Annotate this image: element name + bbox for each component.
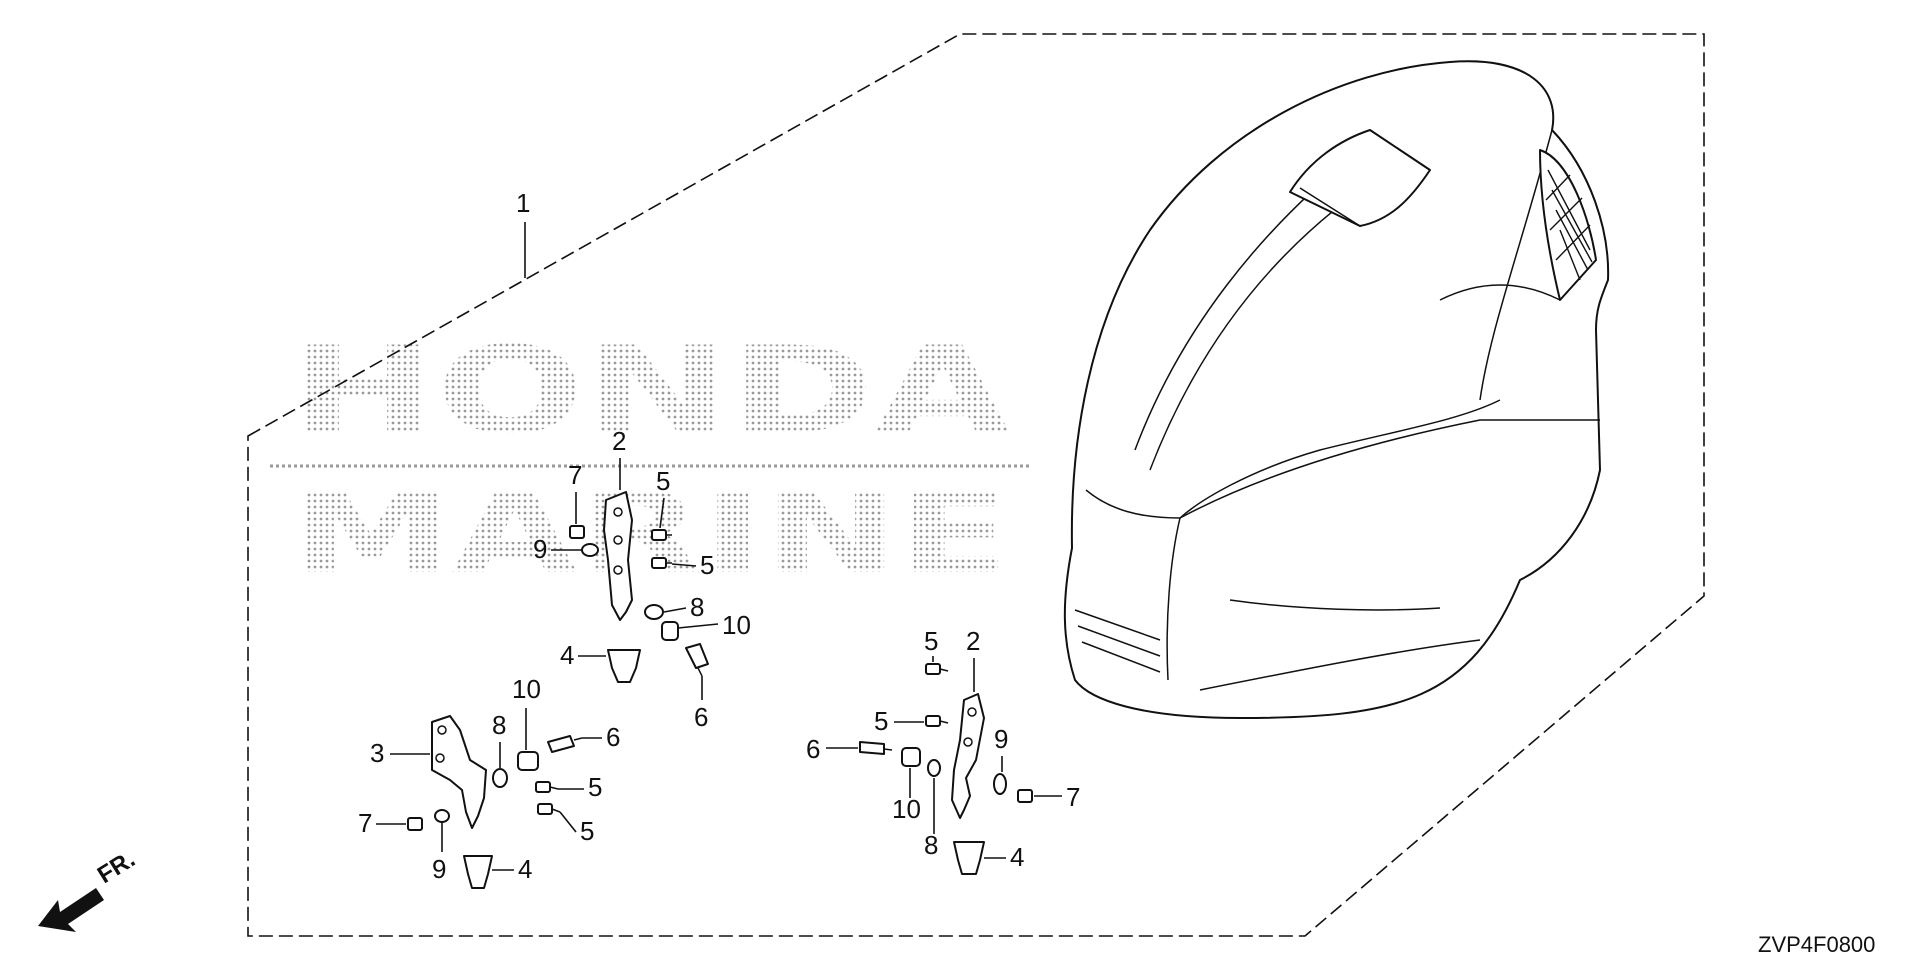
washer-8c [927, 759, 941, 777]
bolt-6c [859, 741, 893, 755]
callout-label: 9 [994, 724, 1008, 754]
callout-4c: 4 [984, 842, 1024, 872]
callout-5e: 5 [924, 626, 938, 662]
bolt-6b [547, 735, 583, 753]
callout-7b: 7 [358, 808, 406, 838]
washer-9a [581, 543, 599, 557]
collar-10b [517, 751, 539, 771]
callout-5f: 5 [874, 706, 924, 736]
callout-label: 2 [966, 626, 980, 656]
callout-8a: 8 [663, 592, 704, 622]
front-direction-indicator: FR. [38, 846, 140, 932]
callout-label: 1 [516, 188, 530, 218]
callout-label: 10 [892, 794, 921, 824]
callout-5b: 5 [671, 550, 714, 580]
honda-marine-watermark: HONDA MARINE [270, 322, 1030, 599]
callout-label: 4 [1010, 842, 1024, 872]
callout-5d: 5 [559, 811, 594, 846]
bolt-5e [925, 663, 949, 675]
nut-7a [569, 525, 585, 539]
grommet-4b [463, 855, 493, 889]
watermark-honda: HONDA [290, 322, 1010, 461]
callout-3: 3 [370, 738, 430, 768]
drawing-code: ZVP4F0800 [1758, 932, 1875, 957]
bolt-5d [537, 803, 561, 815]
callout-5c: 5 [558, 772, 602, 802]
callout-10b: 10 [512, 674, 541, 750]
callout-label: 9 [533, 534, 547, 564]
bracket-upper [603, 491, 633, 621]
callout-label: 9 [432, 854, 446, 884]
callout-2b: 2 [966, 626, 980, 692]
callout-2a: 2 [612, 426, 626, 490]
callout-4b: 4 [492, 854, 532, 884]
collar-10a [661, 621, 679, 641]
callout-label: 4 [518, 854, 532, 884]
grommet-4a [607, 649, 641, 683]
callout-label: 8 [924, 830, 938, 860]
callout-label: 10 [512, 674, 541, 704]
kit-boundary [247, 33, 1705, 937]
callout-label: 5 [924, 626, 938, 656]
callout-9c: 9 [994, 724, 1008, 772]
callout-1: 1 [516, 188, 530, 278]
callout-9b: 9 [432, 822, 446, 884]
collar-10c [901, 747, 921, 767]
callout-label: 5 [656, 466, 670, 496]
bolt-5c [535, 781, 559, 793]
bracket-lower-right [951, 693, 985, 819]
callout-label: 5 [874, 706, 888, 736]
callout-label: 5 [588, 772, 602, 802]
callout-7c: 7 [1034, 782, 1080, 812]
callout-5a: 5 [656, 466, 670, 529]
callout-10a: 10 [677, 610, 751, 640]
engine-cover [1063, 60, 1610, 719]
grommet-4c [953, 841, 985, 875]
washer-8a [644, 604, 664, 620]
callout-label: 7 [568, 460, 582, 490]
callout-label: 8 [492, 710, 506, 740]
callout-label: 6 [806, 734, 820, 764]
callout-9a: 9 [533, 534, 582, 564]
watermark-marine: MARINE [290, 469, 1010, 599]
bolt-5a [651, 529, 672, 541]
callout-label: 7 [358, 808, 372, 838]
callout-label: 10 [722, 610, 751, 640]
callout-label: 7 [1066, 782, 1080, 812]
callout-6c: 6 [806, 734, 858, 764]
callout-6a: 6 [694, 676, 708, 732]
nut-7b [407, 817, 423, 831]
callout-label: 3 [370, 738, 384, 768]
callout-label: 5 [580, 816, 594, 846]
washer-8b [492, 768, 508, 788]
callout-label: 8 [690, 592, 704, 622]
washer-9c [993, 773, 1007, 795]
callout-4a: 4 [560, 640, 606, 670]
callout-label: 5 [700, 550, 714, 580]
washer-9b [434, 809, 450, 823]
bolt-6a [685, 643, 709, 677]
callout-label: 6 [606, 722, 620, 752]
callout-10c: 10 [892, 768, 921, 824]
bolt-5b [651, 557, 672, 569]
callout-label: 6 [694, 702, 708, 732]
front-label: FR. [93, 846, 140, 889]
bracket-3 [431, 715, 487, 829]
callout-7a: 7 [568, 460, 582, 524]
callout-6b: 6 [582, 722, 620, 752]
front-arrow-icon [38, 888, 104, 932]
callout-label: 2 [612, 426, 626, 456]
callout-label: 4 [560, 640, 574, 670]
nut-7c [1017, 789, 1033, 803]
callout-8c: 8 [924, 778, 938, 860]
callout-8b: 8 [492, 710, 506, 768]
bolt-5f [925, 715, 949, 727]
